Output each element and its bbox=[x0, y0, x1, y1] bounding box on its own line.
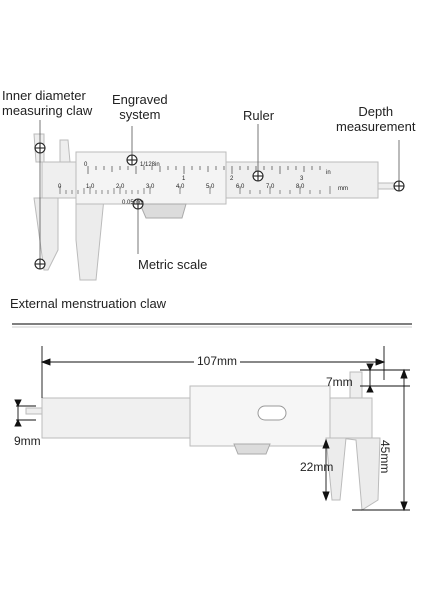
inch-unit: in bbox=[326, 170, 331, 176]
inch-mark-2: 2 bbox=[230, 176, 234, 182]
inch-mark-0: 0 bbox=[84, 162, 88, 168]
external-claw-slider bbox=[75, 197, 105, 281]
mm-mark-5: 5,0 bbox=[206, 184, 215, 190]
upper-jaw-side bbox=[349, 371, 363, 399]
mm-mark-2: 2,0 bbox=[116, 184, 125, 190]
dim-lower-jaw: 22mm bbox=[300, 460, 334, 474]
mm-mark-3: 3,0 bbox=[146, 184, 155, 190]
mm-mark-4: 4,0 bbox=[176, 184, 185, 190]
mm-mark-0: 0 bbox=[58, 184, 62, 190]
dim-depth-rod: 9mm bbox=[14, 434, 41, 448]
mm-mark-6: 6,0 bbox=[236, 184, 245, 190]
vernier-label: 0.05mm bbox=[122, 200, 144, 206]
lower-jaw-slider-side bbox=[325, 437, 347, 501]
slider-body bbox=[75, 151, 227, 205]
label-ruler: Ruler bbox=[243, 108, 275, 123]
rod-side bbox=[25, 407, 43, 415]
slider-window bbox=[257, 405, 287, 421]
label-external: External menstruation claw bbox=[10, 296, 167, 311]
mm-mark-7: 7,0 bbox=[266, 184, 275, 190]
dim-length: 107mm bbox=[194, 354, 241, 368]
inch-mark-1: 1 bbox=[182, 176, 186, 182]
mm-unit: mm bbox=[338, 186, 348, 192]
wheel-side bbox=[233, 443, 271, 455]
mm-ticks bbox=[59, 186, 331, 194]
mm-mark-1: 1,0 bbox=[86, 184, 95, 190]
inner-claw-right bbox=[59, 139, 71, 163]
label-metric: Metric scale bbox=[138, 257, 208, 272]
fraction-label: 1/128in bbox=[140, 162, 160, 168]
thumb-wheel bbox=[139, 203, 187, 219]
lower-jaw-fixed-side bbox=[339, 437, 381, 511]
markers bbox=[34, 142, 405, 270]
dim-height: 45mm bbox=[378, 440, 392, 474]
label-depth: Depth measurement bbox=[336, 104, 416, 134]
label-engraved: Engraved system bbox=[112, 92, 168, 122]
dim-upper-jaw: 7mm bbox=[326, 375, 353, 389]
label-inner-diameter: Inner diameter measuring claw bbox=[2, 88, 93, 118]
inch-mark-3: 3 bbox=[300, 176, 304, 182]
dimension-lines bbox=[14, 346, 410, 512]
mm-mark-8: 8,0 bbox=[296, 184, 305, 190]
inch-ticks bbox=[87, 166, 321, 174]
